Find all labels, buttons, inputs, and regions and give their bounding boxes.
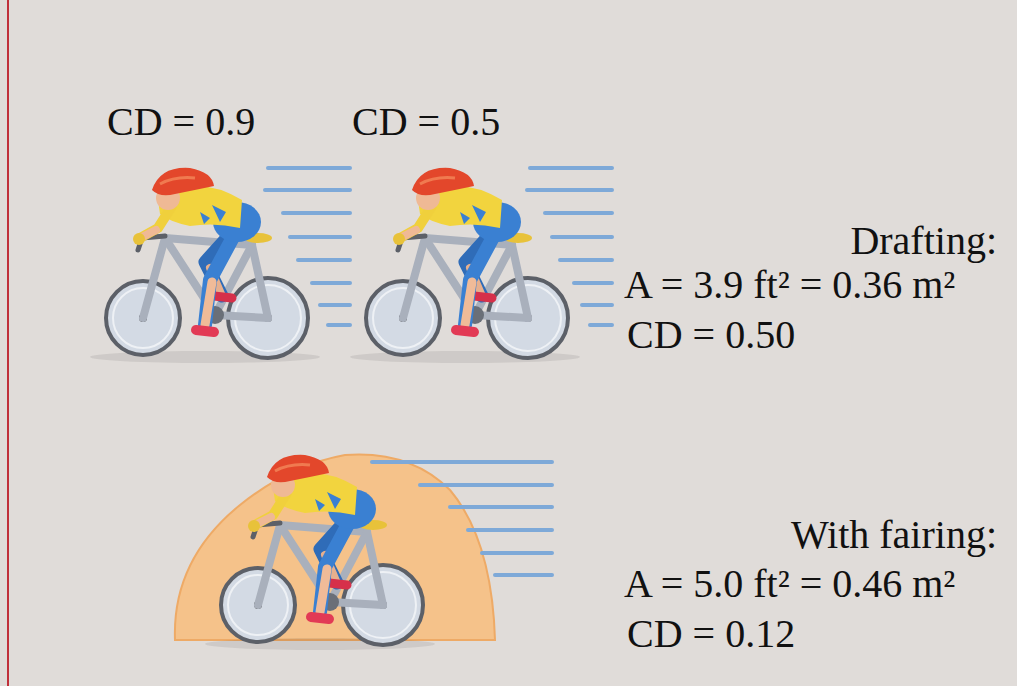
coefficient-label: A = 5.0 ft² = 0.46 m² <box>624 561 955 607</box>
coefficient-label: A = 3.9 ft² = 0.36 m² <box>624 262 955 308</box>
coefficient-label: CD = 0.12 <box>627 611 795 657</box>
coefficient-label: CD = 0.50 <box>627 312 795 358</box>
coefficient-label: Drafting: <box>850 218 997 264</box>
coefficient-label: CD = 0.9 <box>107 99 255 145</box>
coefficient-label: With fairing: <box>791 512 997 558</box>
coefficient-label: CD = 0.5 <box>352 99 500 145</box>
